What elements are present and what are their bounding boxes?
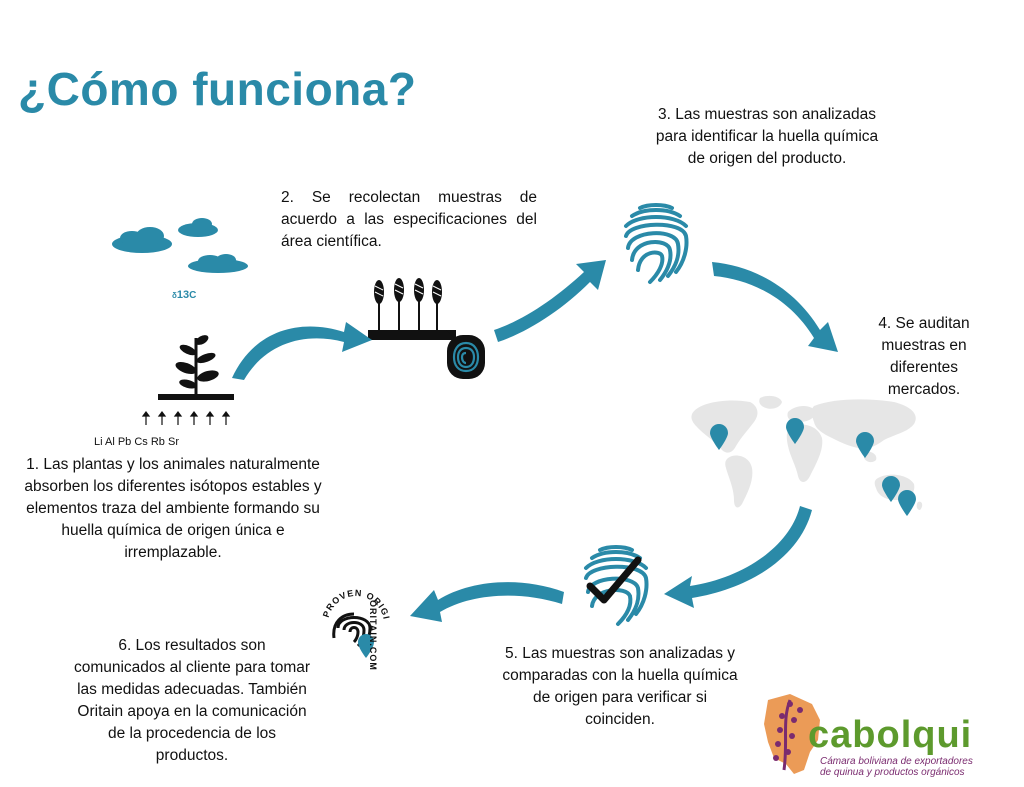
step-3-text: 3. Las muestras son analizadas para iden…	[655, 106, 879, 167]
map-pin-icon	[710, 424, 728, 450]
step-4-text: 4. Se auditan muestras en diferentes mer…	[878, 315, 970, 398]
isotope-number: 13	[176, 289, 190, 301]
step-1-text: 1. Las plantas y los animales naturalmen…	[24, 456, 322, 561]
page-title: ¿Cómo funciona?	[18, 63, 417, 115]
arrow-3	[712, 262, 838, 352]
arrow-4	[664, 506, 812, 608]
step-5-text: 5. Las muestras son analizadas y compara…	[502, 645, 738, 728]
step-2-text: 2. Se recolectan muestras de acuerdo a l…	[281, 189, 537, 250]
brand-subtitle-line-1: Cámara boliviana de exportadores	[820, 756, 973, 767]
plant-icon	[158, 335, 234, 400]
cabolqui-logo-icon	[764, 694, 820, 774]
proven-origin-badge: PROVEN ORIGIN	[314, 578, 391, 658]
sample-bag-icon	[447, 335, 485, 379]
map-pin-icon	[898, 490, 916, 516]
brand-subtitle-line-2: de quinua y productos orgánicos	[820, 767, 965, 778]
fingerprint-icon	[624, 203, 689, 284]
map-pin-icon	[786, 418, 804, 444]
uptake-arrows-icon	[141, 411, 231, 425]
map-pin-icon	[882, 476, 900, 502]
isotope-label: δ13C	[172, 289, 197, 301]
brand-name: cabolqui	[808, 714, 973, 756]
arrow-5	[410, 582, 564, 622]
brand-subtitle: Cámara boliviana de exportadores de quin…	[820, 756, 1020, 778]
checkmark-icon	[586, 556, 642, 604]
verified-fingerprint-icon	[584, 545, 649, 626]
arrow-1	[232, 322, 372, 380]
arrow-2	[494, 260, 606, 342]
map-pin-icon	[856, 432, 874, 458]
wheat-icon	[368, 278, 456, 340]
trace-elements-label: Li Al Pb Cs Rb Sr	[94, 436, 179, 448]
badge-side-text: ORITAIN.COM	[368, 600, 378, 671]
cloud-icon	[112, 218, 248, 273]
step-6-text: 6. Los resultados son comunicados al cli…	[73, 637, 311, 764]
